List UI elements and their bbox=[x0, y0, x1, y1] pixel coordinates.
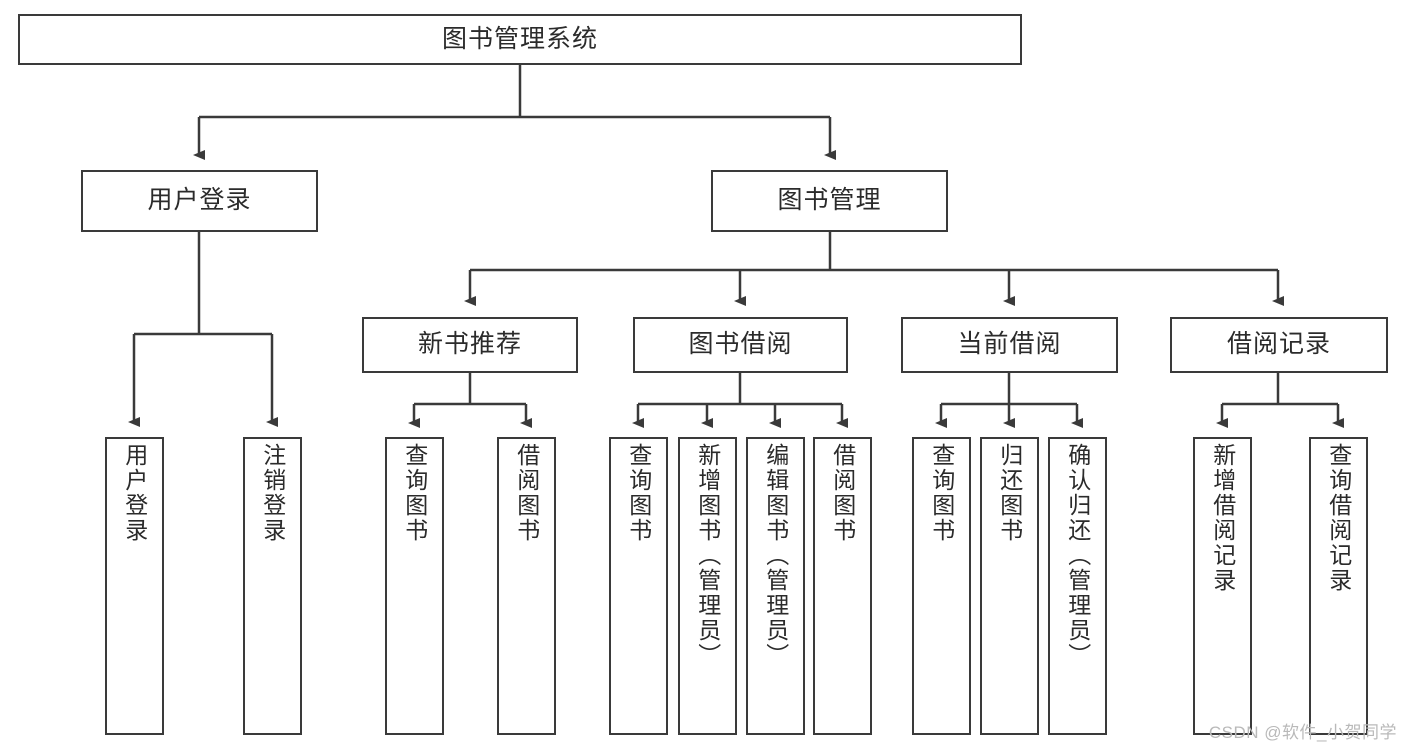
node-book-borrow[interactable]: 图书借阅 bbox=[633, 317, 848, 373]
leaf-current-borrow-confirm-return-admin[interactable]: 确认归还（管理员） bbox=[1048, 437, 1107, 735]
node-new-book-recommend-label: 新书推荐 bbox=[417, 330, 522, 359]
leaf-label: 编辑图书（管理员） bbox=[762, 443, 789, 668]
leaf-label: 归还图书 bbox=[996, 443, 1023, 543]
node-borrow-record-label: 借阅记录 bbox=[1226, 330, 1331, 359]
node-current-borrow-label: 当前借阅 bbox=[957, 330, 1062, 359]
leaf-label: 借阅图书 bbox=[829, 443, 856, 543]
leaf-book-borrow-query-book[interactable]: 查询图书 bbox=[609, 437, 668, 735]
leaf-new-book-query-book[interactable]: 查询图书 bbox=[385, 437, 444, 735]
leaf-label: 新增借阅记录 bbox=[1209, 443, 1236, 593]
leaf-user-login-logout[interactable]: 注销登录 bbox=[243, 437, 302, 735]
node-root-label: 图书管理系统 bbox=[441, 24, 598, 53]
leaf-label: 确认归还（管理员） bbox=[1064, 443, 1091, 668]
leaf-label: 注销登录 bbox=[259, 443, 286, 543]
node-user-login-label: 用户登录 bbox=[147, 186, 252, 215]
node-root-book-management-system[interactable]: 图书管理系统 bbox=[18, 14, 1022, 65]
leaf-current-borrow-query-book[interactable]: 查询图书 bbox=[912, 437, 971, 735]
leaf-current-borrow-return-book[interactable]: 归还图书 bbox=[980, 437, 1039, 735]
leaf-book-borrow-edit-book-admin[interactable]: 编辑图书（管理员） bbox=[746, 437, 805, 735]
leaf-label: 用户登录 bbox=[121, 443, 148, 543]
node-book-management[interactable]: 图书管理 bbox=[711, 170, 948, 232]
leaf-label: 查询图书 bbox=[928, 443, 955, 543]
leaf-book-borrow-add-book-admin[interactable]: 新增图书（管理员） bbox=[678, 437, 737, 735]
node-borrow-record[interactable]: 借阅记录 bbox=[1170, 317, 1388, 373]
leaf-borrow-record-query-record[interactable]: 查询借阅记录 bbox=[1309, 437, 1368, 735]
node-current-borrow[interactable]: 当前借阅 bbox=[901, 317, 1118, 373]
node-book-management-label: 图书管理 bbox=[777, 186, 882, 215]
watermark: CSDN @软件_小贺同学 bbox=[1208, 723, 1397, 742]
leaf-label: 查询图书 bbox=[401, 443, 428, 543]
leaf-new-book-borrow-book[interactable]: 借阅图书 bbox=[497, 437, 556, 735]
leaf-label: 查询借阅记录 bbox=[1325, 443, 1352, 593]
leaf-label: 新增图书（管理员） bbox=[694, 443, 721, 668]
node-new-book-recommend[interactable]: 新书推荐 bbox=[362, 317, 578, 373]
leaf-user-login-login[interactable]: 用户登录 bbox=[105, 437, 164, 735]
node-book-borrow-label: 图书借阅 bbox=[688, 330, 793, 359]
node-user-login[interactable]: 用户登录 bbox=[81, 170, 318, 232]
leaf-book-borrow-borrow-book[interactable]: 借阅图书 bbox=[813, 437, 872, 735]
leaf-label: 查询图书 bbox=[625, 443, 652, 543]
leaf-borrow-record-add-record[interactable]: 新增借阅记录 bbox=[1193, 437, 1252, 735]
leaf-label: 借阅图书 bbox=[513, 443, 540, 543]
